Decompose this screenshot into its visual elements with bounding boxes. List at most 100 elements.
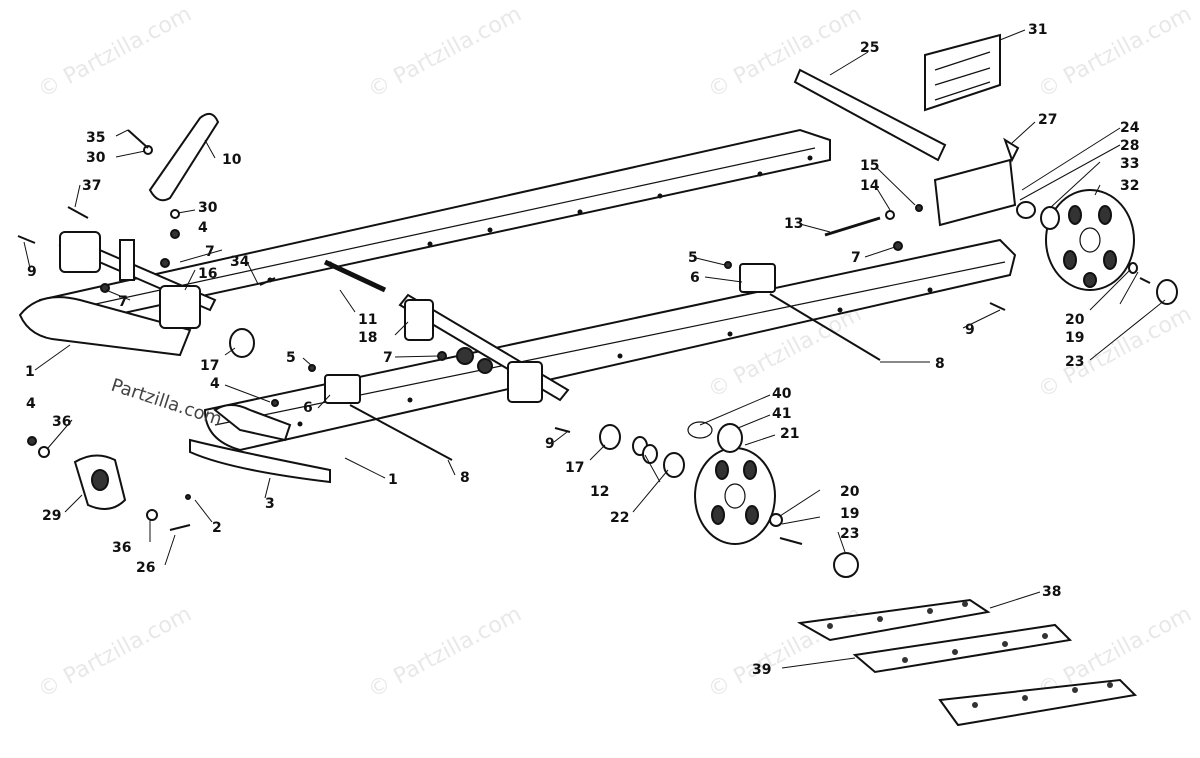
idler-bracket	[933, 158, 1017, 227]
screw	[724, 261, 732, 269]
callout-41: 41	[772, 406, 791, 422]
callout-20: 20	[840, 484, 860, 500]
nut	[160, 258, 170, 268]
callout-6: 6	[303, 400, 313, 416]
long-bolt	[824, 216, 881, 237]
callout-20: 20	[1065, 312, 1085, 328]
callout-30: 30	[86, 150, 106, 166]
callout-19: 19	[840, 506, 859, 522]
nut	[170, 229, 180, 239]
callout-7: 7	[851, 250, 861, 266]
track-clip-strip	[796, 598, 1138, 727]
callout-14: 14	[860, 178, 880, 194]
washer	[885, 210, 895, 220]
bolt	[127, 129, 149, 149]
rear-bracket	[924, 33, 1001, 112]
bolt	[67, 206, 89, 219]
bushing	[229, 328, 255, 358]
callout-36: 36	[112, 540, 131, 556]
spacer	[599, 424, 621, 450]
callout-17: 17	[565, 460, 584, 476]
screw	[308, 364, 316, 372]
bolt	[17, 235, 36, 244]
callout-11: 11	[358, 312, 377, 328]
leader-lines	[23, 29, 1166, 669]
callout-5: 5	[688, 250, 698, 266]
callout-27: 27	[1038, 112, 1057, 128]
nut	[915, 204, 923, 212]
callout-15: 15	[860, 158, 879, 174]
callout-23: 23	[1065, 354, 1084, 370]
long-bolt	[769, 293, 881, 361]
callout-7: 7	[383, 350, 393, 366]
callout-18: 18	[358, 330, 377, 346]
callout-39: 39	[752, 662, 771, 678]
bolt	[554, 427, 571, 433]
stop-block	[739, 263, 776, 293]
washer	[1128, 262, 1138, 274]
callout-6: 6	[690, 270, 700, 286]
callout-labels: 1 1 2 3 4 4 4 5 5 6 6 7 7 7 7 8 8 9 9 9 …	[25, 22, 1140, 678]
callout-16: 16	[198, 266, 217, 282]
washer	[170, 209, 180, 219]
callout-1: 1	[25, 364, 35, 380]
logo-text: Partzilla.com	[108, 375, 224, 431]
callout-9: 9	[965, 322, 975, 338]
callout-8: 8	[935, 356, 945, 372]
callout-1: 1	[388, 472, 398, 488]
callout-25: 25	[860, 40, 879, 56]
bolt	[989, 302, 1006, 311]
callout-8: 8	[460, 470, 470, 486]
callout-24: 24	[1120, 120, 1140, 136]
spacer	[663, 452, 685, 478]
screw	[185, 494, 191, 500]
callout-26: 26	[136, 560, 155, 576]
callout-4: 4	[210, 376, 220, 392]
front-idler-wheel	[694, 447, 776, 545]
bearing	[717, 423, 743, 453]
callout-22: 22	[610, 510, 629, 526]
clip	[1003, 137, 1020, 163]
callout-10: 10	[222, 152, 242, 168]
cap	[833, 552, 859, 578]
callout-29: 29	[42, 508, 61, 524]
bolt	[1139, 277, 1151, 284]
callout-21: 21	[780, 426, 799, 442]
callout-35: 35	[86, 130, 105, 146]
rail-skid-front	[213, 404, 292, 442]
callout-4: 4	[26, 396, 36, 412]
callout-3: 3	[265, 496, 275, 512]
callout-2: 2	[212, 520, 222, 536]
callout-37: 37	[82, 178, 101, 194]
bearing	[1040, 206, 1060, 230]
washer	[769, 513, 783, 527]
bolt	[169, 524, 191, 531]
callout-9: 9	[545, 436, 555, 452]
nut	[271, 399, 279, 407]
washer	[143, 145, 153, 155]
suspension-arm	[148, 112, 220, 202]
spacer	[1016, 201, 1036, 219]
center-shaft-assembly	[323, 259, 570, 403]
callout-9: 9	[27, 264, 37, 280]
callout-28: 28	[1120, 138, 1139, 154]
callout-40: 40	[772, 386, 792, 402]
callout-19: 19	[1065, 330, 1084, 346]
nut	[27, 436, 37, 446]
callout-33: 33	[1120, 156, 1139, 172]
washer	[642, 444, 658, 464]
washer	[38, 446, 50, 458]
long-bolt	[349, 404, 453, 461]
nut	[437, 351, 447, 361]
callout-36: 36	[52, 414, 71, 430]
callout-7: 7	[205, 244, 215, 260]
snap-ring	[687, 421, 713, 439]
callout-13: 13	[784, 216, 803, 232]
callout-34: 34	[230, 254, 250, 270]
front-slide-rail	[203, 238, 1017, 452]
rear-slide-rail	[38, 128, 831, 332]
roller	[73, 454, 127, 510]
rear-idler-wheel	[1045, 189, 1135, 291]
bolt	[779, 537, 803, 545]
